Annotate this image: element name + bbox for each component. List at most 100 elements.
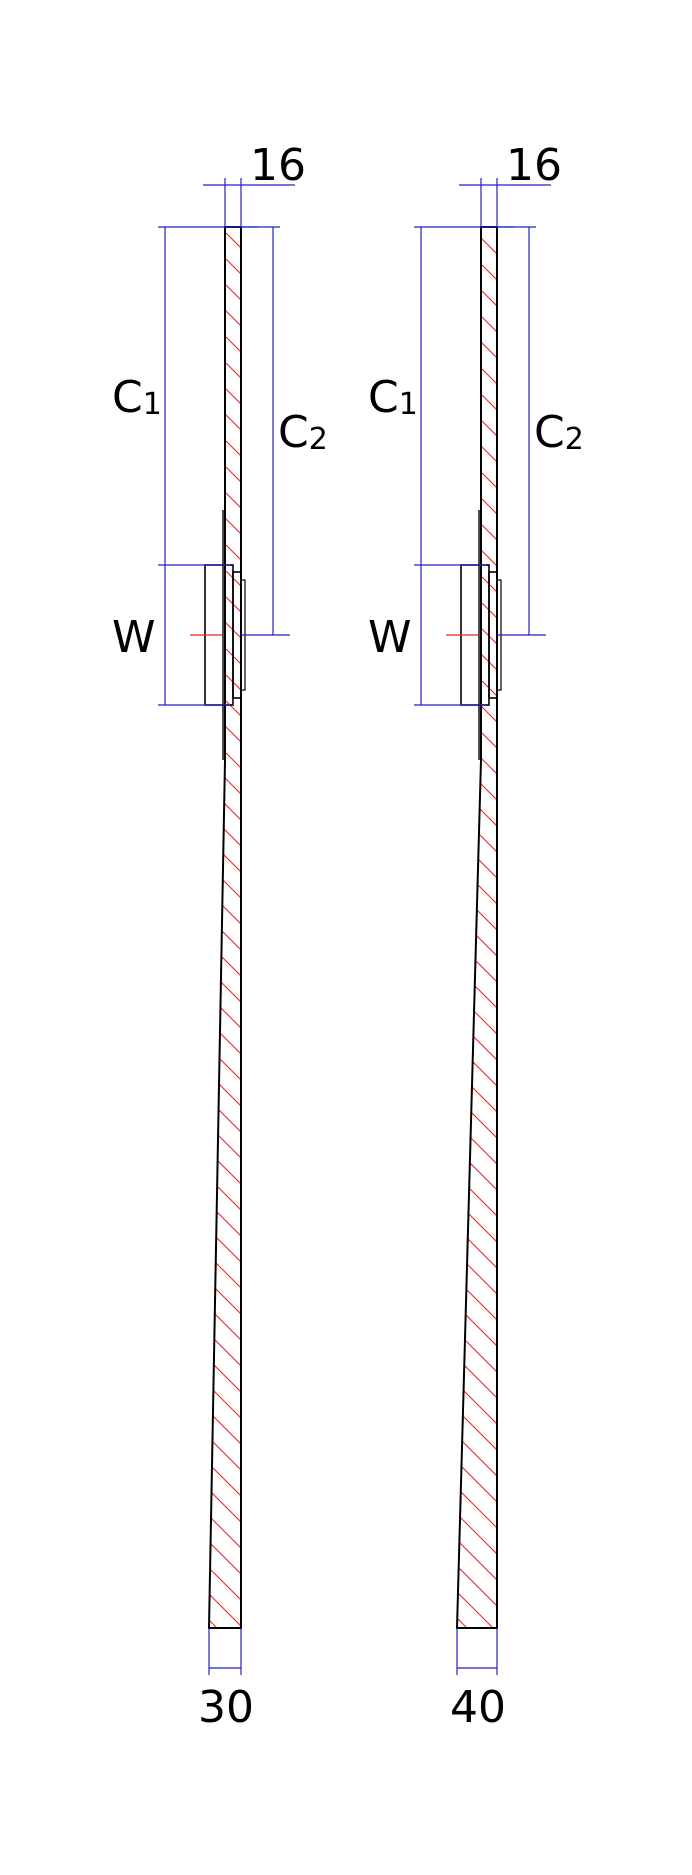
hatch-line xyxy=(209,1301,241,1343)
hatch-line xyxy=(209,227,241,251)
hatch-line xyxy=(457,391,497,439)
hatch-line xyxy=(457,807,497,855)
hatch-line xyxy=(209,1457,241,1499)
hatch-line xyxy=(457,547,497,595)
c2-label: C2 xyxy=(534,407,584,458)
hatch-line xyxy=(209,1431,241,1473)
hatch-line xyxy=(209,417,241,459)
hatch-line xyxy=(209,339,241,381)
hatch-line xyxy=(457,1015,497,1063)
dim-w xyxy=(158,565,230,706)
w-label: W xyxy=(112,612,156,663)
dim-c2 xyxy=(497,226,546,636)
hatch-line xyxy=(457,1379,497,1427)
hatch-line xyxy=(209,235,241,277)
bottom-thickness-value: 30 xyxy=(198,1682,254,1733)
hatch-line xyxy=(209,1405,241,1447)
hatch-line xyxy=(457,365,497,413)
hatch-line xyxy=(209,1223,241,1265)
hatch-line xyxy=(209,443,241,485)
board-hatching xyxy=(209,227,241,1628)
c1-label: C1 xyxy=(368,372,418,423)
board-outline xyxy=(207,226,242,1629)
hatch-line xyxy=(457,1431,497,1479)
hatch-line xyxy=(457,1613,497,1628)
hatch-line xyxy=(209,1145,241,1187)
dim-c1 xyxy=(414,226,514,566)
dim-c1 xyxy=(158,226,258,566)
hatch-line xyxy=(209,963,241,1005)
hatch-line xyxy=(457,313,497,361)
hatch-line xyxy=(457,235,497,283)
hatch-line xyxy=(457,339,497,387)
hatch-line xyxy=(209,755,241,797)
hatch-line xyxy=(457,287,497,335)
hatch-line xyxy=(457,573,497,621)
hatch-line xyxy=(457,625,497,673)
hatch-line xyxy=(457,1587,497,1628)
c2-label: C2 xyxy=(278,407,328,458)
hatch-line xyxy=(209,1353,241,1395)
dim-w xyxy=(414,565,486,706)
hatch-line xyxy=(457,703,497,751)
hatch-line xyxy=(457,1301,497,1349)
hatch-line xyxy=(457,677,497,725)
hatch-line xyxy=(209,1197,241,1239)
top-thickness-value: 16 xyxy=(506,140,562,191)
panel-2: 16 C1 C2 W 40 xyxy=(368,140,584,1733)
hatch-line xyxy=(209,1249,241,1291)
top-thickness-value: 16 xyxy=(250,140,306,191)
hatch-line xyxy=(457,1535,497,1583)
panel-1: 16 C1 C2 W 30 xyxy=(112,140,328,1733)
hatch-line xyxy=(209,1275,241,1317)
hatch-line xyxy=(209,1535,241,1577)
hatch-line xyxy=(457,1561,497,1609)
hatch-line xyxy=(457,1275,497,1323)
hatch-line xyxy=(457,261,497,309)
hatch-line xyxy=(457,651,497,699)
hatch-line xyxy=(457,1041,497,1089)
hatch-line xyxy=(457,1353,497,1401)
hatch-line xyxy=(457,1249,497,1297)
hatch-line xyxy=(457,417,497,465)
hatch-line xyxy=(457,1067,497,1115)
hatch-line xyxy=(209,1067,241,1109)
hatch-line xyxy=(457,1145,497,1193)
hatch-line xyxy=(209,261,241,303)
hatch-line xyxy=(457,443,497,491)
dim-top-thickness xyxy=(459,178,551,227)
hatch-line xyxy=(457,1197,497,1245)
hatch-line xyxy=(209,1483,241,1525)
dim-top-thickness xyxy=(203,178,295,227)
hatch-line xyxy=(209,1379,241,1421)
dim-bottom-thickness xyxy=(208,1628,242,1675)
hatch-line xyxy=(457,1405,497,1453)
hatch-line xyxy=(209,989,241,1031)
hatch-line xyxy=(457,859,497,907)
hatch-line xyxy=(457,1119,497,1167)
hatch-line xyxy=(457,729,497,777)
hatch-line xyxy=(457,521,497,569)
hatch-line xyxy=(457,989,497,1037)
hatch-line xyxy=(209,313,241,355)
hatch-line xyxy=(209,1327,241,1369)
hatch-line xyxy=(457,781,497,829)
hatch-line xyxy=(457,599,497,647)
dim-c2 xyxy=(241,226,290,636)
hatch-line xyxy=(453,1640,499,1686)
hatch-line xyxy=(457,1327,497,1375)
hatch-line xyxy=(457,495,497,543)
hatch-line xyxy=(457,833,497,881)
mounting-bracket xyxy=(190,510,246,760)
hatch-line xyxy=(209,1093,241,1135)
bottom-thickness-value: 40 xyxy=(450,1682,506,1733)
hatch-line xyxy=(209,1509,241,1551)
hatch-line xyxy=(209,1171,241,1213)
w-label: W xyxy=(368,612,412,663)
c1-label: C1 xyxy=(112,372,162,423)
hatch-line xyxy=(457,1093,497,1141)
hatch-line xyxy=(209,365,241,407)
hatch-line xyxy=(209,1119,241,1161)
hatch-line xyxy=(457,469,497,517)
